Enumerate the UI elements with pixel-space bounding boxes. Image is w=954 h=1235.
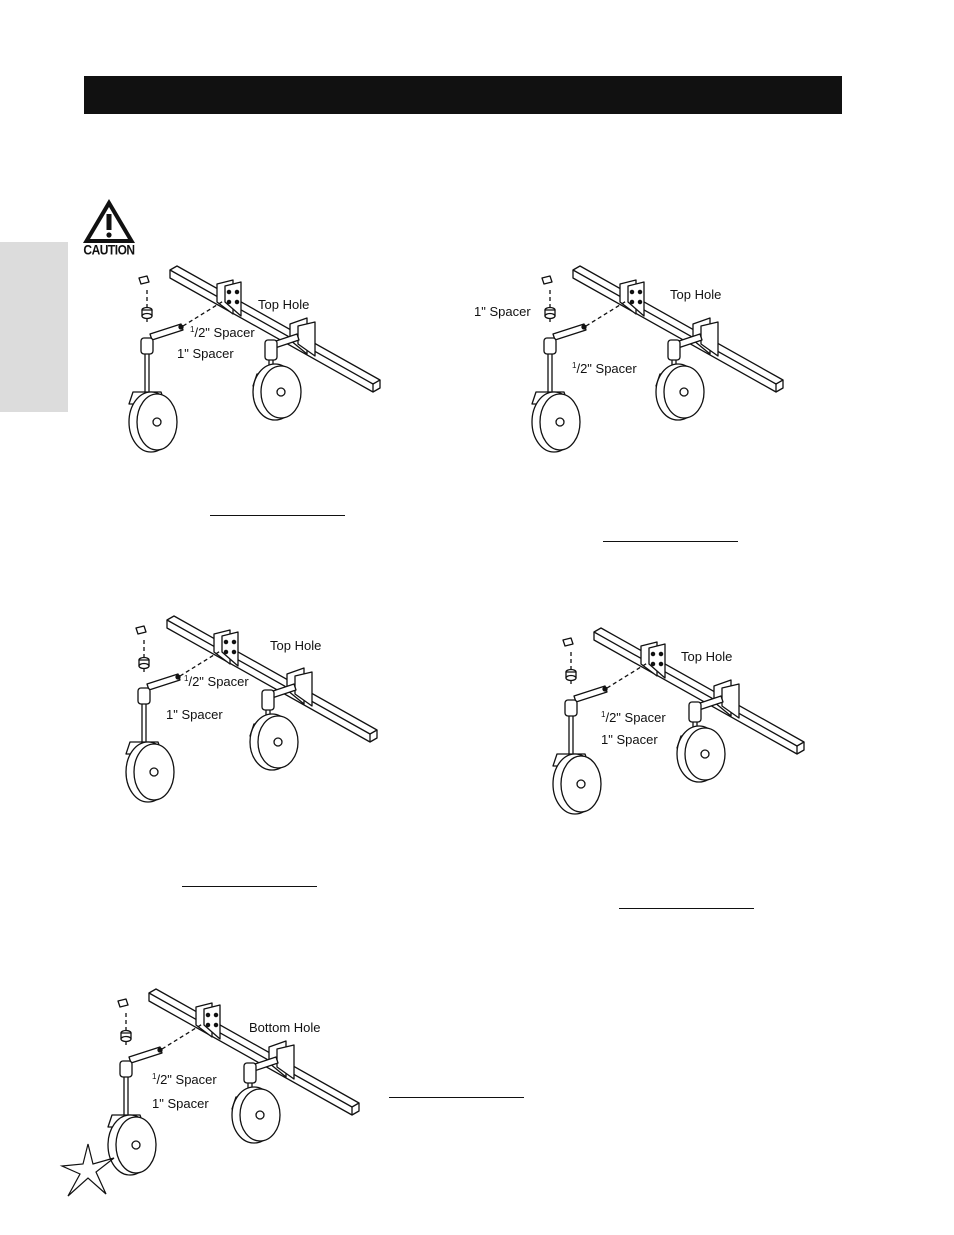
- figure-1-caption-underline: [210, 515, 345, 516]
- wheel-assembly-illustration: [552, 627, 805, 815]
- wheel-assembly-illustration: [128, 265, 381, 453]
- figure-3-caption-underline: [182, 886, 317, 887]
- figure-3-wheel-assembly: Top Hole 1/2" Spacer 1" Spacer: [122, 612, 382, 812]
- figure-5-wheel-assembly: Bottom Hole 1/2" Spacer 1" Spacer: [104, 985, 364, 1185]
- figure-2-caption-underline: [603, 541, 738, 542]
- side-section-tab: [0, 242, 68, 412]
- half-inch-spacer-label: 1/2" Spacer: [152, 1072, 217, 1087]
- one-inch-spacer-label: 1" Spacer: [152, 1096, 209, 1111]
- half-inch-spacer-label: 1/2" Spacer: [184, 674, 249, 689]
- top-hole-label: Top Hole: [270, 638, 322, 653]
- wheel-assembly-illustration: [107, 988, 360, 1176]
- one-inch-spacer-label: 1" Spacer: [601, 732, 658, 747]
- wheel-assembly-illustration: [125, 615, 378, 803]
- figure-2-wheel-assembly: Top Hole 1" Spacer 1/2" Spacer: [474, 262, 788, 462]
- wheel-assembly-illustration: [531, 265, 784, 453]
- top-hole-label: Top Hole: [670, 287, 722, 302]
- figure-4-caption-underline: [619, 908, 754, 909]
- half-inch-spacer-label: 1/2" Spacer: [601, 710, 666, 725]
- top-hole-label: Top Hole: [258, 297, 310, 312]
- half-inch-spacer-label: 1/2" Spacer: [190, 325, 255, 340]
- figure-4-wheel-assembly: Top Hole 1/2" Spacer 1" Spacer: [549, 624, 809, 824]
- caution-label: CAUTION: [83, 241, 135, 259]
- one-inch-spacer-label: 1" Spacer: [474, 304, 531, 319]
- section-header-bar: [84, 76, 842, 114]
- figure-1-wheel-assembly: Top Hole 1/2" Spacer 1" Spacer: [125, 262, 385, 462]
- bottom-hole-label: Bottom Hole: [249, 1020, 321, 1035]
- brand-star-logo: [58, 1140, 118, 1200]
- top-hole-label: Top Hole: [681, 649, 733, 664]
- caution-warning-icon: CAUTION: [80, 197, 138, 259]
- one-inch-spacer-label: 1" Spacer: [177, 346, 234, 361]
- figure-5-caption-underline: [389, 1097, 524, 1098]
- half-inch-spacer-label: 1/2" Spacer: [572, 361, 637, 376]
- one-inch-spacer-label: 1" Spacer: [166, 707, 223, 722]
